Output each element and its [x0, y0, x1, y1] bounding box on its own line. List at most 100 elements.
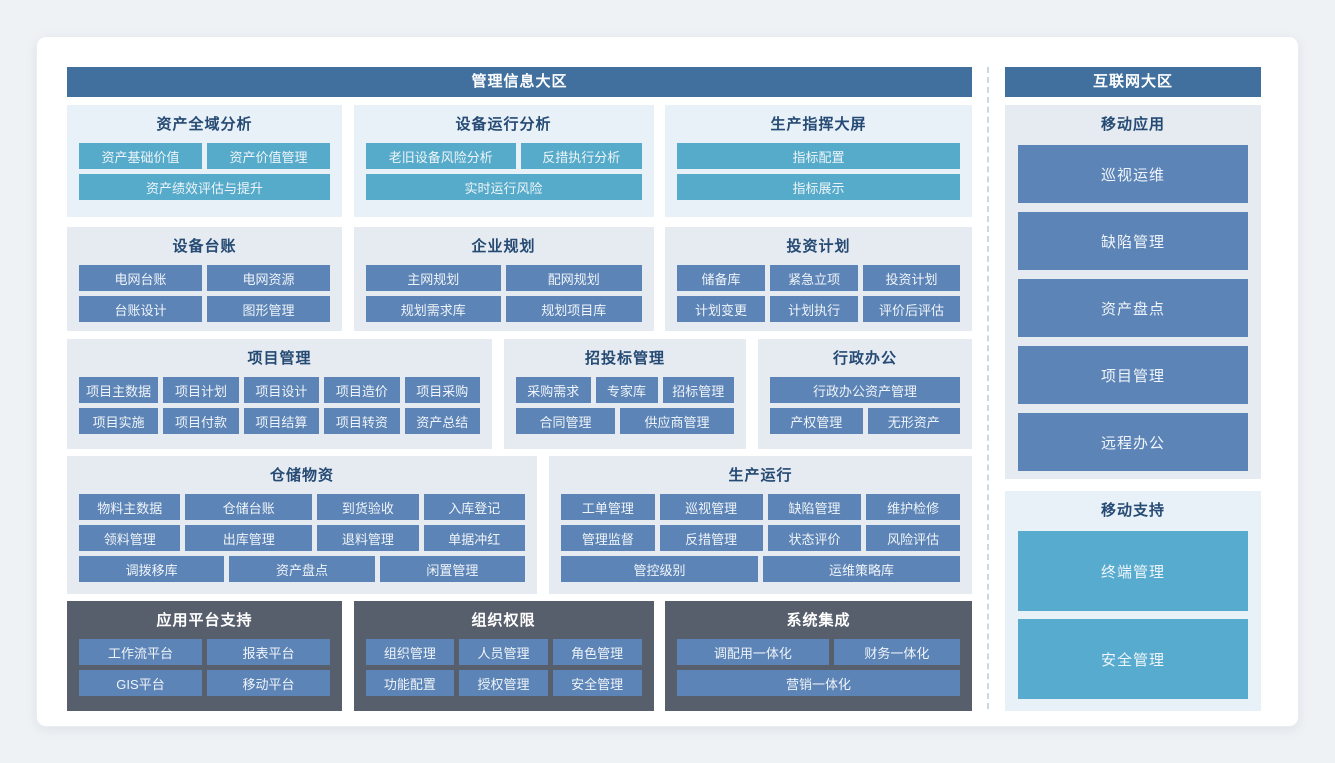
module-button[interactable]: 指标展示	[677, 174, 960, 200]
module-button[interactable]: 人员管理	[459, 639, 548, 665]
module-button[interactable]: 缺陷管理	[1018, 212, 1248, 270]
module-button[interactable]: 角色管理	[552, 639, 642, 665]
module-button[interactable]: 缺陷管理	[767, 494, 862, 520]
section-production-operation: 生产运行工单管理巡视管理缺陷管理维护检修管理监督反措管理状态评价风险评估管控级别…	[549, 456, 972, 594]
module-button[interactable]: 出库管理	[185, 525, 313, 551]
module-button[interactable]: 状态评价	[767, 525, 862, 551]
module-button[interactable]: 功能配置	[365, 670, 455, 696]
module-button[interactable]: 安全管理	[552, 670, 642, 696]
module-button[interactable]: 闲置管理	[379, 556, 525, 582]
module-button[interactable]: 仓储台账	[185, 494, 313, 520]
module-button[interactable]: 台账设计	[79, 296, 202, 322]
module-button[interactable]: 合同管理	[516, 408, 616, 434]
module-button[interactable]: 退料管理	[317, 525, 419, 551]
module-button[interactable]: 反措管理	[659, 525, 763, 551]
section-project-management: 项目管理项目主数据项目计划项目设计项目造价项目采购项目实施项目付款项目结算项目转…	[67, 339, 492, 449]
internet-region-header: 互联网大区	[1005, 67, 1261, 97]
module-button[interactable]: 报表平台	[207, 639, 330, 665]
module-button[interactable]: 储备库	[677, 265, 766, 291]
button-row: 项目实施项目付款项目结算项目转资资产总结	[79, 408, 481, 434]
module-button[interactable]: GIS平台	[79, 670, 202, 696]
section-title: 生产运行	[728, 467, 793, 484]
module-button[interactable]: 项目实施	[79, 408, 159, 434]
module-button[interactable]: 工单管理	[561, 494, 655, 520]
module-button[interactable]: 财务一体化	[833, 639, 960, 665]
module-button[interactable]: 组织管理	[365, 639, 455, 665]
module-button[interactable]: 入库登记	[423, 494, 525, 520]
module-button[interactable]: 项目设计	[243, 377, 320, 403]
module-button[interactable]: 规划需求库	[365, 296, 501, 322]
module-button[interactable]: 老旧设备风险分析	[365, 143, 517, 169]
module-button[interactable]: 单据冲红	[423, 525, 525, 551]
module-button[interactable]: 评价后评估	[863, 296, 960, 322]
module-button[interactable]: 风险评估	[866, 525, 960, 551]
button-row: 营销一体化	[677, 670, 960, 696]
module-button[interactable]: 远程办公	[1018, 413, 1248, 471]
section-bidding-management: 招投标管理采购需求专家库招标管理合同管理供应商管理	[504, 339, 746, 449]
module-button[interactable]: 项目计划	[163, 377, 239, 403]
module-button[interactable]: 项目结算	[243, 408, 320, 434]
module-button[interactable]: 资产总结	[404, 408, 481, 434]
section-administrative-office: 行政办公行政办公资产管理产权管理无形资产	[758, 339, 972, 449]
module-button[interactable]: 资产基础价值	[79, 143, 202, 169]
module-button[interactable]: 资产盘点	[229, 556, 375, 582]
module-button[interactable]: 维护检修	[866, 494, 960, 520]
module-button[interactable]: 巡视运维	[1018, 145, 1248, 203]
module-button[interactable]: 工作流平台	[79, 639, 202, 665]
module-button[interactable]: 调拨移库	[79, 556, 225, 582]
module-button[interactable]: 实时运行风险	[365, 174, 642, 200]
module-button[interactable]: 专家库	[595, 377, 658, 403]
module-button[interactable]: 项目采购	[404, 377, 481, 403]
button-row: 产权管理无形资产	[770, 408, 960, 434]
section-title: 企业规划	[471, 238, 536, 255]
module-button[interactable]: 运维策略库	[763, 556, 960, 582]
module-button[interactable]: 投资计划	[863, 265, 960, 291]
module-button[interactable]: 供应商管理	[620, 408, 734, 434]
module-button[interactable]: 计划执行	[770, 296, 859, 322]
module-button[interactable]: 项目转资	[324, 408, 400, 434]
module-button[interactable]: 领料管理	[79, 525, 181, 551]
button-row: 行政办公资产管理	[770, 377, 960, 403]
module-button[interactable]: 行政办公资产管理	[770, 377, 960, 403]
module-button[interactable]: 安全管理	[1018, 619, 1248, 699]
module-button[interactable]: 规划项目库	[506, 296, 642, 322]
module-button[interactable]: 终端管理	[1018, 531, 1248, 611]
module-button[interactable]: 紧急立项	[770, 265, 859, 291]
module-button[interactable]: 电网资源	[207, 265, 330, 291]
module-button[interactable]: 项目付款	[163, 408, 239, 434]
button-row: 储备库紧急立项投资计划	[677, 265, 960, 291]
module-button[interactable]: 图形管理	[207, 296, 330, 322]
module-button[interactable]: 项目主数据	[79, 377, 159, 403]
section-title: 生产指挥大屏	[770, 116, 867, 133]
module-button[interactable]: 反措执行分析	[521, 143, 642, 169]
module-button[interactable]: 到货验收	[317, 494, 419, 520]
module-button[interactable]: 招标管理	[662, 377, 734, 403]
module-button[interactable]: 产权管理	[770, 408, 863, 434]
module-button[interactable]: 资产盘点	[1018, 279, 1248, 337]
module-button[interactable]: 移动平台	[207, 670, 330, 696]
module-button[interactable]: 管控级别	[561, 556, 758, 582]
module-button[interactable]: 无形资产	[867, 408, 960, 434]
section-warehouse-materials: 仓储物资物料主数据仓储台账到货验收入库登记领料管理出库管理退料管理单据冲红调拨移…	[67, 456, 537, 594]
section-title: 投资计划	[786, 238, 851, 255]
module-button[interactable]: 巡视管理	[659, 494, 763, 520]
module-button[interactable]: 授权管理	[459, 670, 548, 696]
module-button[interactable]: 配网规划	[506, 265, 642, 291]
module-button[interactable]: 资产绩效评估与提升	[79, 174, 330, 200]
module-button[interactable]: 项目管理	[1018, 346, 1248, 404]
module-button[interactable]: 电网台账	[79, 265, 202, 291]
module-button[interactable]: 管理监督	[561, 525, 655, 551]
module-button[interactable]: 调配用一体化	[677, 639, 829, 665]
module-button[interactable]: 物料主数据	[79, 494, 181, 520]
module-button[interactable]: 采购需求	[516, 377, 591, 403]
module-button[interactable]: 资产价值管理	[207, 143, 330, 169]
module-button[interactable]: 计划变更	[677, 296, 766, 322]
management-section-rows: 资产全域分析资产基础价值资产价值管理资产绩效评估与提升设备运行分析老旧设备风险分…	[67, 105, 972, 711]
module-button[interactable]: 项目造价	[324, 377, 400, 403]
module-button[interactable]: 营销一体化	[677, 670, 960, 696]
module-button[interactable]: 主网规划	[365, 265, 501, 291]
module-button[interactable]: 指标配置	[677, 143, 960, 169]
section-title: 移动支持	[1100, 502, 1165, 519]
button-row: 功能配置授权管理安全管理	[365, 670, 642, 696]
